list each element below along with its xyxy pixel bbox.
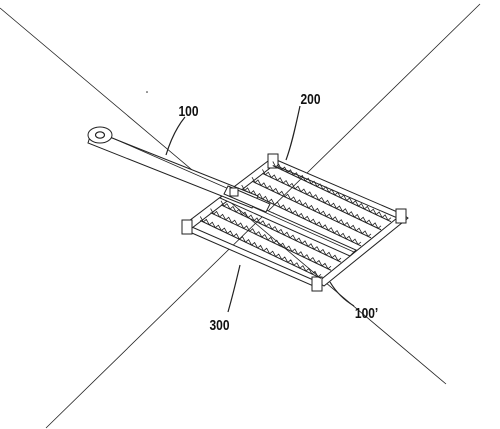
handle-arm [87,126,259,209]
stray-dot [146,91,148,93]
heating-element-row [272,161,392,223]
corner-post-front-right [311,276,323,292]
handle-end-ring [87,126,113,144]
leader-lines [165,105,355,313]
heating-element-teeth [262,169,382,230]
label-200: 200 [301,91,321,108]
label-300: 300 [210,317,230,334]
heating-element-rod [262,172,382,231]
heating-element-teeth [251,177,372,238]
corner-post-back-right [395,208,407,224]
back-rail [271,157,403,221]
heating-element-row [251,177,372,239]
leader-200 [285,105,301,161]
leader-100 [165,116,186,156]
heating-element-rod [272,165,392,223]
heating-element-row [210,208,332,271]
heating-element-teeth [210,208,332,270]
heating-element-rod [251,180,372,239]
leader-100prime [329,281,355,307]
hinge-knuckle [229,187,239,197]
cross-lines [0,3,481,429]
heating-element-teeth [220,200,342,262]
heating-element-rod [220,204,342,263]
heating-element-rod [210,212,332,271]
heating-element-row [241,184,362,247]
corner-post-back-left [267,153,279,169]
corner-post-front-left [181,219,193,235]
heating-element-teeth [199,216,322,278]
handle-hole [94,131,106,139]
heating-element-teeth [241,184,362,246]
heating-element-row [199,216,322,279]
heating-element-rod [241,188,362,247]
hinge-clamp [223,185,271,213]
heating-element-row [220,200,342,263]
heating-elements [199,161,392,279]
front-rail [184,223,319,289]
leader-300 [227,264,241,313]
heating-element-row [262,169,382,231]
right-rail [317,213,409,287]
label-100prime: 100’ [355,305,378,322]
label-100: 100 [179,103,199,120]
heating-element-rod [200,220,322,279]
heating-element-teeth [272,161,392,221]
